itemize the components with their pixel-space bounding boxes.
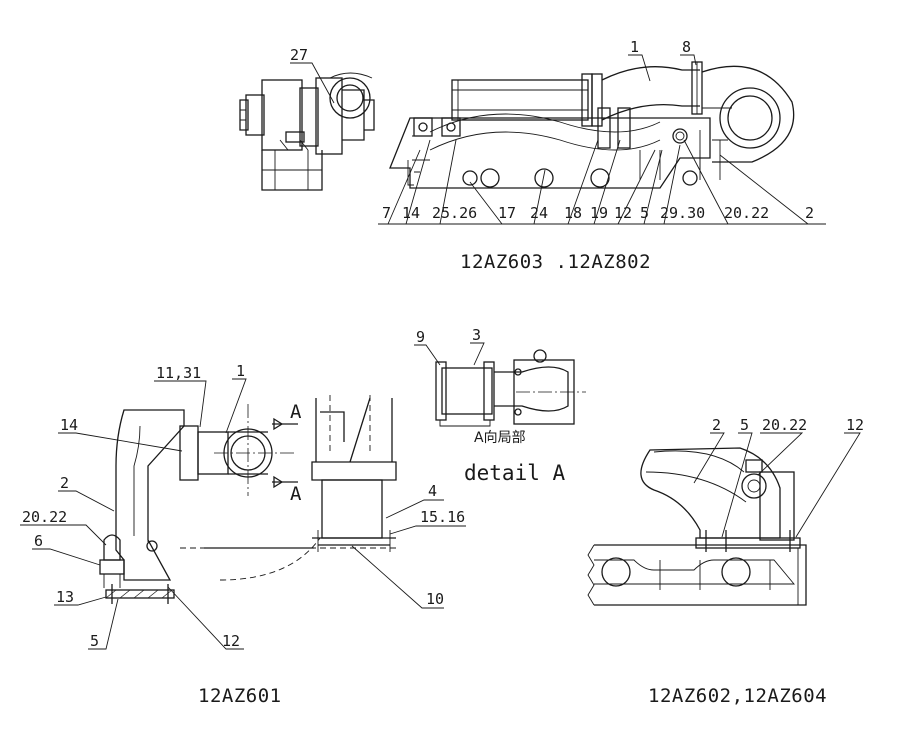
leader-27	[290, 62, 335, 104]
label-19: 19	[590, 204, 608, 222]
label-20-22-left: 20.22	[22, 508, 67, 526]
label-27: 27	[290, 46, 308, 64]
label-11-31: 11,31	[156, 364, 201, 382]
label-29-30: 29.30	[660, 204, 705, 222]
label-2-left: 2	[60, 474, 69, 492]
section-mark-a-bottom: A	[290, 483, 302, 505]
label-12-right: 12	[846, 416, 864, 434]
manifold-top-view	[389, 61, 795, 189]
label-14-left: 14	[60, 416, 78, 434]
label-1-top: 1	[630, 38, 639, 56]
label-14-top: 14	[402, 204, 420, 222]
detail-a-en: detail A	[464, 461, 566, 485]
label-2-top: 2	[805, 204, 814, 222]
label-24: 24	[530, 204, 548, 222]
label-13: 13	[56, 588, 74, 606]
caption-top: 12AZ603 .12AZ802	[460, 251, 651, 273]
label-17: 17	[498, 204, 516, 222]
assembly-12az601-view	[99, 395, 400, 604]
label-12-left: 12	[222, 632, 240, 650]
label-2-right: 2	[712, 416, 721, 434]
turbocharger-view	[239, 72, 375, 191]
label-1-left: 1	[236, 362, 245, 380]
label-8: 8	[682, 38, 691, 56]
label-5-top: 5	[640, 204, 649, 222]
section-mark-a-top: A	[290, 401, 302, 423]
assembly-12az602-view	[587, 447, 807, 606]
label-15-16: 15.16	[420, 508, 465, 526]
label-9: 9	[416, 328, 425, 346]
detail-a-view	[435, 349, 586, 427]
label-5-right: 5	[740, 416, 749, 434]
label-3: 3	[472, 326, 481, 344]
label-10: 10	[426, 590, 444, 608]
caption-bottom-right: 12AZ602,12AZ604	[648, 685, 827, 707]
detail-a-cn: A向局部	[474, 430, 526, 446]
label-20-22-top: 20.22	[724, 204, 769, 222]
label-5-left: 5	[90, 632, 99, 650]
label-20-22-right: 20.22	[762, 416, 807, 434]
label-7: 7	[382, 204, 391, 222]
label-18: 18	[564, 204, 582, 222]
label-25-26: 25.26	[432, 204, 477, 222]
caption-bottom-left: 12AZ601	[198, 685, 282, 707]
label-4: 4	[428, 482, 437, 500]
label-6: 6	[34, 532, 43, 550]
